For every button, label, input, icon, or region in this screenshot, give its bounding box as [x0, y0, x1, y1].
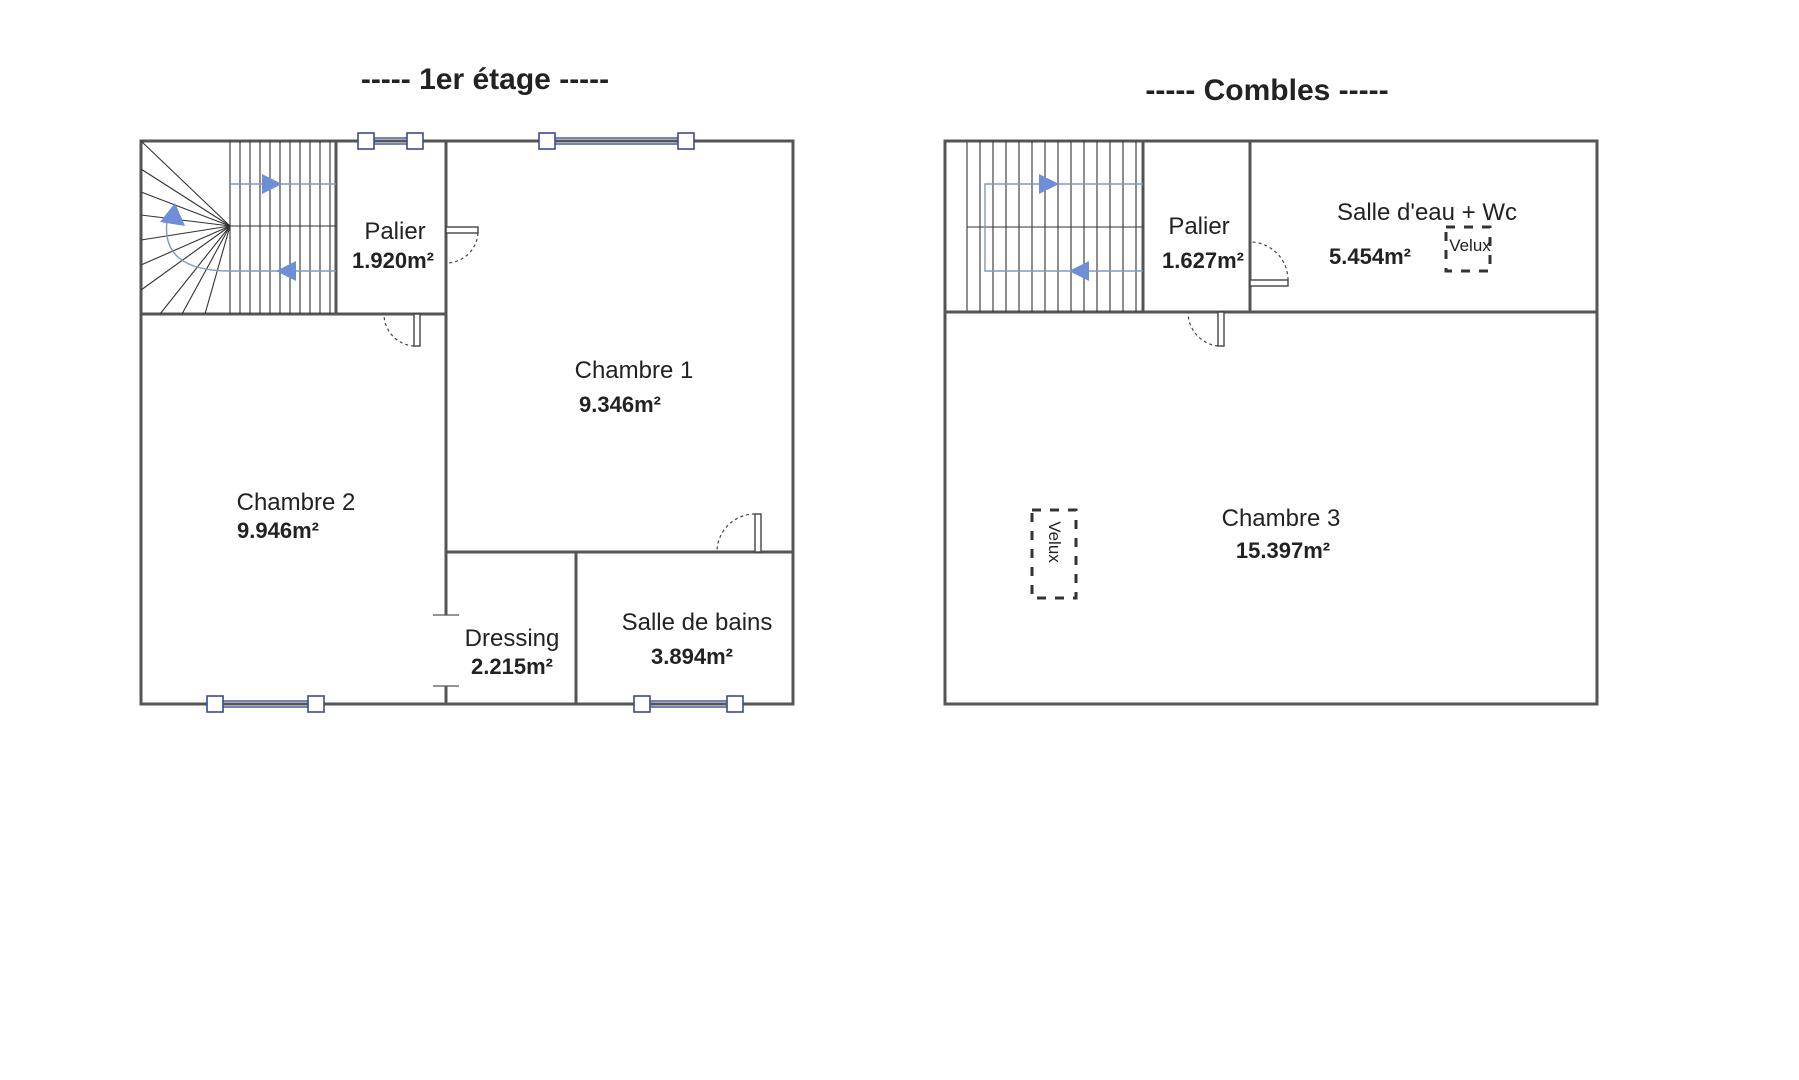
stair-up-arrow	[262, 174, 282, 194]
room-area-chambre-2: 9.946m²	[237, 518, 319, 543]
exterior-wall	[943, 139, 1599, 706]
floor-title-1er-etage: ----- 1er étage -----	[361, 63, 609, 96]
doors	[383, 226, 762, 553]
room-name-palier: Palier	[364, 218, 425, 245]
exterior-wall	[139, 139, 795, 706]
room-name-chambre-1: Chambre 1	[575, 357, 694, 384]
floor-title-combles: ----- Combles -----	[1145, 74, 1388, 107]
skylight-label: Velux	[1045, 521, 1064, 563]
room-area-chambre-1: 9.346m²	[579, 392, 661, 417]
stair-up-arrow	[1039, 174, 1059, 194]
skylight-label: Velux	[1449, 236, 1491, 255]
skylight-velux	[1444, 225, 1492, 273]
stair-down-arrow	[1069, 261, 1089, 281]
room-area-salle-de-bains: 3.894m²	[651, 644, 733, 669]
room-name-salle-de-bains: Salle de bains	[622, 609, 773, 636]
staircase	[966, 140, 1144, 313]
plan-1er-etage: ----- 1er étage -----	[139, 63, 795, 713]
room-area-chambre-3: 15.397m²	[1236, 538, 1330, 563]
windows	[206, 132, 744, 713]
room-name-salle-d-eau-wc: Salle d'eau + Wc	[1337, 199, 1517, 226]
stair-turn-arrow	[160, 203, 185, 226]
room-area-salle-d-eau-wc: 5.454m²	[1329, 244, 1411, 269]
staircase	[140, 140, 336, 315]
room-name-chambre-2: Chambre 2	[237, 489, 356, 516]
plan-combles: ----- Combles -----	[943, 74, 1599, 706]
interior-walls	[141, 141, 793, 704]
room-area-dressing: 2.215m²	[471, 654, 553, 679]
room-name-chambre-3: Chambre 3	[1222, 505, 1341, 532]
room-name-palier: Palier	[1168, 213, 1229, 240]
stair-down-arrow	[276, 261, 296, 281]
room-name-dressing: Dressing	[465, 625, 560, 652]
room-area-palier: 1.920m²	[352, 248, 434, 273]
doors	[1187, 241, 1289, 347]
skylight-velux	[1030, 508, 1078, 600]
room-area-palier: 1.627m²	[1162, 248, 1244, 273]
